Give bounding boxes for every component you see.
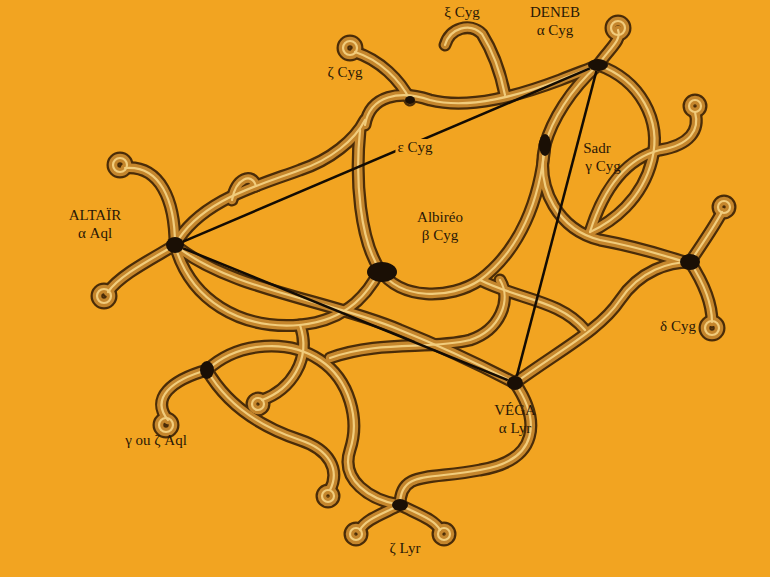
- star-label: ζ Lyr: [390, 540, 421, 557]
- star-dot: VÉGAα Lyr: [507, 376, 523, 390]
- star-label: ζ Cyg: [328, 64, 363, 81]
- triangle-line: [517, 71, 597, 376]
- star-name: ALTAÏR: [69, 207, 121, 224]
- star-dot: ALTAÏRα Aql: [166, 237, 184, 253]
- star-label: ξ Cyg: [444, 4, 479, 21]
- triangle-line: [183, 68, 590, 241]
- star-designation: α Lyr: [499, 420, 531, 437]
- star-dot: DENEBα Cyg: [588, 59, 608, 71]
- star-name: VÉGA: [494, 402, 536, 419]
- triangle-line: [183, 248, 508, 380]
- star-designation: α Cyg: [537, 22, 574, 39]
- star-label: Sadr: [583, 140, 611, 157]
- star-label: ε Cyg: [395, 139, 434, 156]
- star-name: DENEB: [530, 4, 580, 21]
- star-label: β Cyg: [422, 227, 458, 244]
- star-label: γ ou ζ Aql: [125, 432, 187, 449]
- star-designation: α Aql: [78, 225, 112, 242]
- star-label: γ Cyg: [585, 158, 620, 175]
- star-label: Albiréo: [417, 209, 463, 226]
- star-label: δ Cyg: [660, 318, 696, 335]
